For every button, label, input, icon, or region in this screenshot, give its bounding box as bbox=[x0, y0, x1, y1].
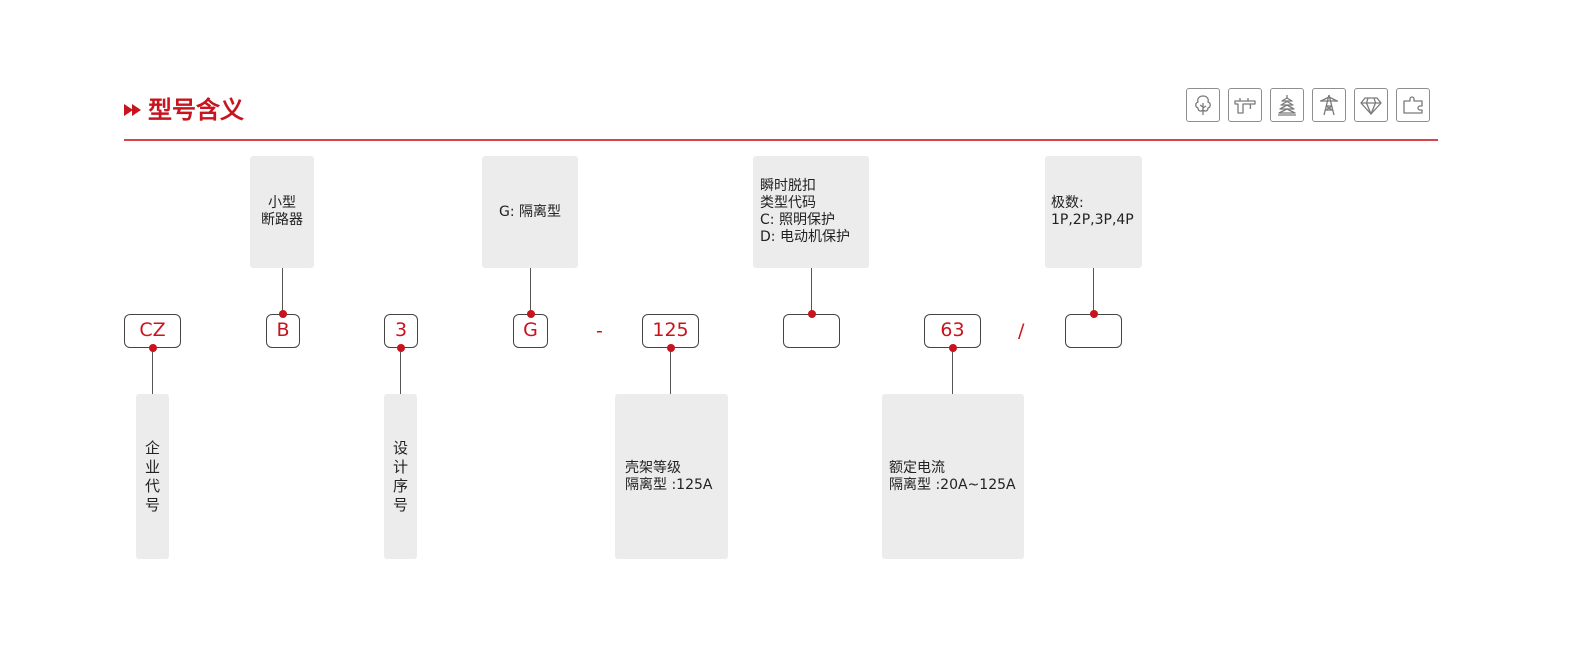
tree-icon bbox=[1186, 88, 1220, 122]
annotation-char: 号 bbox=[144, 495, 160, 514]
puzzle-icon bbox=[1396, 88, 1430, 122]
connector-line bbox=[530, 268, 532, 314]
annotation-line: C: 照明保护 bbox=[760, 212, 835, 228]
annotation-line: 1P,2P,3P,4P bbox=[1051, 212, 1134, 228]
slash-separator: / bbox=[1018, 320, 1025, 342]
annotation-line: 隔离型 :125A bbox=[625, 476, 713, 493]
connector-line bbox=[152, 348, 154, 394]
connector-dot bbox=[148, 344, 157, 352]
annotation-design: 设 计 序 号 bbox=[384, 394, 417, 559]
annotation-char: 计 bbox=[392, 457, 408, 476]
connector-line bbox=[811, 268, 813, 314]
annotation-char: 序 bbox=[392, 476, 408, 495]
connector-dot bbox=[666, 344, 675, 352]
connector-line bbox=[282, 268, 284, 314]
connector-line bbox=[400, 348, 402, 394]
annotation-char: 代 bbox=[144, 476, 160, 495]
annotation-enterprise: 企 业 代 号 bbox=[136, 394, 169, 559]
annotation-line: 小型 bbox=[268, 195, 296, 211]
annotation-breaker: 小型 断路器 bbox=[250, 156, 314, 268]
diamond-icon bbox=[1354, 88, 1388, 122]
code-box-poles bbox=[1065, 314, 1122, 348]
annotation-poles: 极数: 1P,2P,3P,4P bbox=[1045, 156, 1142, 268]
annotation-line: 类型代码 bbox=[760, 195, 816, 211]
annotation-line: G: 隔离型 bbox=[498, 203, 561, 220]
connector-dot bbox=[807, 310, 816, 318]
annotation-isolation: G: 隔离型 bbox=[482, 156, 578, 268]
annotation-line: 断路器 bbox=[261, 212, 303, 228]
pagoda-icon bbox=[1270, 88, 1304, 122]
header-divider bbox=[124, 139, 1438, 141]
connector-line bbox=[952, 348, 954, 394]
pipe-icon bbox=[1228, 88, 1262, 122]
code-box-enterprise: CZ bbox=[124, 314, 181, 348]
annotation-char: 号 bbox=[392, 495, 408, 514]
play-arrow-icon bbox=[124, 104, 141, 116]
annotation-line: 极数: bbox=[1051, 195, 1084, 211]
annotation-current: 额定电流 隔离型 :20A~125A bbox=[882, 394, 1024, 559]
code-box-trip bbox=[783, 314, 840, 348]
connector-dot bbox=[526, 310, 535, 318]
annotation-char: 企 bbox=[144, 438, 160, 457]
annotation-line: 瞬时脱扣 bbox=[760, 178, 816, 194]
connector-dot bbox=[948, 344, 957, 352]
annotation-trip-type: 瞬时脱扣 类型代码 C: 照明保护 D: 电动机保护 bbox=[753, 156, 869, 268]
annotation-char: 业 bbox=[144, 457, 160, 476]
annotation-frame: 壳架等级 隔离型 :125A bbox=[615, 394, 728, 559]
code-box-frame: 125 bbox=[642, 314, 699, 348]
connector-dot bbox=[396, 344, 405, 352]
annotation-line: D: 电动机保护 bbox=[760, 229, 850, 245]
code-box-breaker: B bbox=[266, 314, 300, 348]
connector-line bbox=[670, 348, 672, 394]
power-tower-icon bbox=[1312, 88, 1346, 122]
connector-dot bbox=[1089, 310, 1098, 318]
code-box-current: 63 bbox=[924, 314, 981, 348]
connector-dot bbox=[278, 310, 287, 318]
section-title: 型号含义 bbox=[148, 96, 244, 124]
code-box-design: 3 bbox=[384, 314, 418, 348]
annotation-line: 额定电流 bbox=[889, 459, 945, 476]
annotation-line: 壳架等级 bbox=[625, 459, 681, 476]
code-box-isolation: G bbox=[513, 314, 548, 348]
annotation-line: 隔离型 :20A~125A bbox=[889, 476, 1016, 493]
annotation-char: 设 bbox=[392, 438, 408, 457]
dash-separator: - bbox=[596, 320, 603, 342]
connector-line bbox=[1093, 268, 1095, 314]
